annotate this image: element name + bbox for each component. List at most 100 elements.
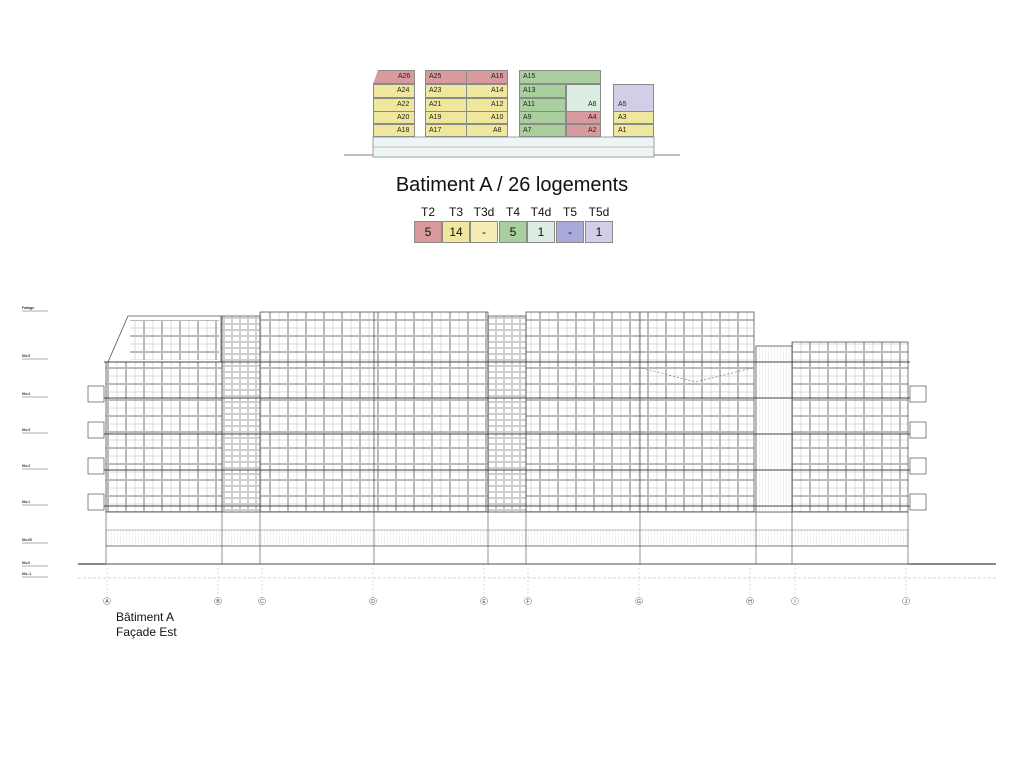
axis-label-h: H bbox=[748, 599, 752, 605]
unit-a1-label: A1 bbox=[618, 127, 627, 134]
unit-a24: A24 bbox=[373, 84, 415, 98]
legend-count-t3d: - bbox=[470, 221, 498, 243]
legend-header-t4: T4 bbox=[505, 205, 520, 219]
unit-a23-label: A23 bbox=[429, 87, 442, 94]
facade-block-left bbox=[105, 315, 223, 513]
level-label-niv2: Niv.2 bbox=[22, 464, 30, 468]
legend-count-t2: 5 bbox=[414, 221, 442, 243]
unit-a24-label: A24 bbox=[397, 87, 410, 94]
unit-a5: A5 bbox=[613, 84, 654, 112]
unit-a3-label: A3 bbox=[618, 114, 627, 121]
unit-a7-label: A7 bbox=[523, 127, 532, 134]
unit-a4-label: A4 bbox=[588, 114, 597, 121]
unit-a13-label: A13 bbox=[523, 87, 536, 94]
unit-a14-label: A14 bbox=[491, 87, 504, 94]
unit-a5-label: A5 bbox=[618, 101, 627, 108]
caption-facade: Façade Est bbox=[116, 625, 177, 639]
unit-a18: A18 bbox=[373, 124, 415, 137]
building-title: Batiment A / 26 logements bbox=[395, 174, 629, 196]
unit-a3: A3 bbox=[613, 111, 654, 124]
facade-stair-e bbox=[487, 315, 527, 513]
axis-label-f: F bbox=[526, 599, 529, 605]
unit-a4: A4 bbox=[566, 111, 601, 124]
unit-a1: A1 bbox=[613, 124, 654, 137]
unit-a11-label: A11 bbox=[523, 101, 535, 108]
unit-a10: A10 bbox=[466, 111, 508, 124]
legend-count-t5: - bbox=[556, 221, 584, 243]
legend-header-t3d: T3d bbox=[473, 205, 495, 219]
unit-a25: A25 bbox=[425, 70, 467, 84]
level-label-niv1: Niv.1 bbox=[22, 500, 30, 504]
unit-a14: A14 bbox=[466, 84, 508, 98]
unit-a8-label: A8 bbox=[493, 127, 502, 134]
unit-a21-label: A21 bbox=[429, 101, 442, 108]
level-label-niv0: Niv.0 bbox=[22, 561, 30, 565]
axis-label-g: G bbox=[637, 599, 641, 605]
axis-label-i: I bbox=[794, 599, 795, 605]
facade-block-right bbox=[791, 341, 909, 513]
legend-header-t2: T2 bbox=[420, 205, 435, 219]
unit-a21: A21 bbox=[425, 98, 467, 112]
legend-count-t4: 5 bbox=[499, 221, 527, 243]
unit-a10-label: A10 bbox=[491, 114, 504, 121]
unit-a19: A19 bbox=[425, 111, 467, 124]
legend-header-t5: T5 bbox=[562, 205, 577, 219]
unit-a25-label: A25 bbox=[429, 73, 442, 80]
caption-building: Bâtiment A bbox=[116, 610, 175, 624]
unit-a26-label: A26 bbox=[398, 73, 411, 80]
unit-a6: A6 bbox=[566, 84, 601, 112]
grid-axes: A B C D E F G H I J bbox=[103, 564, 910, 605]
unit-a12: A12 bbox=[466, 98, 508, 112]
unit-a18-label: A18 bbox=[397, 127, 410, 134]
unit-a22-label: A22 bbox=[397, 101, 410, 108]
stack-base bbox=[344, 136, 680, 158]
axis-label-j: J bbox=[905, 599, 908, 605]
axis-label-e: E bbox=[482, 599, 486, 605]
axis-label-b: B bbox=[216, 599, 220, 605]
facade-ground-floor bbox=[105, 511, 909, 565]
level-label-niv3: Niv.3 bbox=[22, 428, 30, 432]
level-label-niv-1: Niv.-1 bbox=[22, 572, 31, 576]
unit-stack-diagram: A26 A25 A16 A15 A24 A23 A14 A13 A22 A21 … bbox=[0, 0, 1024, 170]
unit-a17: A17 bbox=[425, 124, 467, 137]
unit-a7: A7 bbox=[519, 124, 566, 137]
unit-a23: A23 bbox=[425, 84, 467, 98]
unit-a2-label: A2 bbox=[588, 127, 597, 134]
unit-a19-label: A19 bbox=[429, 114, 442, 121]
unit-a12-label: A12 bbox=[491, 101, 504, 108]
unit-a15: A15 bbox=[519, 70, 601, 84]
level-label-niv00: Niv.00 bbox=[22, 538, 32, 542]
unit-a13: A13 bbox=[519, 84, 566, 98]
unit-a16-label: A16 bbox=[491, 73, 504, 80]
balconies bbox=[87, 385, 927, 511]
unit-a6-label: A6 bbox=[588, 101, 597, 108]
axis-label-a: A bbox=[105, 599, 109, 605]
legend-header-t5d: T5d bbox=[588, 205, 610, 219]
unit-a15-label: A15 bbox=[523, 73, 536, 80]
level-label-faitage: Faitage bbox=[22, 306, 34, 310]
legend-count-t5d: 1 bbox=[585, 221, 613, 243]
facade-block-center-right bbox=[525, 311, 755, 513]
unit-a26: A26 bbox=[373, 70, 415, 84]
level-label-niv4: Niv.4 bbox=[22, 392, 30, 396]
legend-header-t4d: T4d bbox=[530, 205, 552, 219]
axis-label-c: C bbox=[260, 599, 264, 605]
unit-a8: A8 bbox=[466, 124, 508, 137]
legend-count-t3: 14 bbox=[442, 221, 470, 243]
unit-a16: A16 bbox=[466, 70, 508, 84]
facade-core-h bbox=[755, 345, 793, 513]
legend-count-t4d: 1 bbox=[527, 221, 555, 243]
unit-a20-label: A20 bbox=[397, 114, 410, 121]
facade-block-center-left bbox=[259, 311, 489, 513]
legend-header-t3: T3 bbox=[448, 205, 463, 219]
unit-a17-label: A17 bbox=[429, 127, 442, 134]
floor-slabs bbox=[104, 361, 910, 507]
facade-stair-b bbox=[221, 315, 261, 513]
unit-a11: A11 bbox=[519, 98, 566, 112]
axis-label-d: D bbox=[371, 599, 375, 605]
level-label-niv5: Niv.5 bbox=[22, 354, 30, 358]
unit-a22: A22 bbox=[373, 98, 415, 112]
unit-a20: A20 bbox=[373, 111, 415, 124]
level-markers: Faitage Niv.5 Niv.4 Niv.3 Niv.2 Niv.1 Ni… bbox=[22, 306, 48, 578]
unit-a2: A2 bbox=[566, 124, 601, 137]
